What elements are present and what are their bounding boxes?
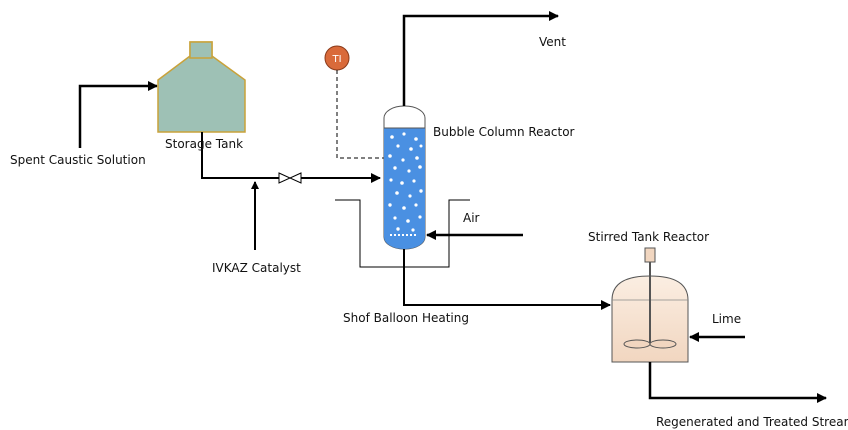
air-label: Air [463,211,480,225]
gate-valve-icon [278,172,302,184]
output-label: Regenerated and Treated Stream [656,415,848,429]
stirred-tank-reactor [611,247,689,363]
treated-stream-line [648,362,827,403]
vent-line [402,11,559,106]
spent-caustic-label: Spent Caustic Solution [10,153,146,167]
bubble-column-label: Bubble Column Reactor [433,125,575,139]
heating-label: Shof Balloon Heating [343,311,469,325]
impeller-blade-left [623,339,651,349]
gas-bubbles [388,132,423,232]
agitator-motor [644,247,656,263]
lime-label: Lime [712,312,741,326]
storage-tank-label: Storage Tank [165,137,243,151]
storage-tank-neck [189,41,213,59]
reactor-outlet-line [403,249,611,310]
stirred-tank-label: Stirred Tank Reactor [588,230,709,244]
impeller-blade-right [649,339,677,349]
storage-outlet-line [201,132,280,179]
catalyst-label: IVKAZ Catalyst [212,261,301,275]
spent-caustic-feed-line [78,81,158,148]
bubble-column-reactor [383,105,426,250]
temperature-signal-line [336,70,384,159]
vent-label: Vent [539,35,566,49]
temperature-indicator-label: TI [331,54,341,65]
